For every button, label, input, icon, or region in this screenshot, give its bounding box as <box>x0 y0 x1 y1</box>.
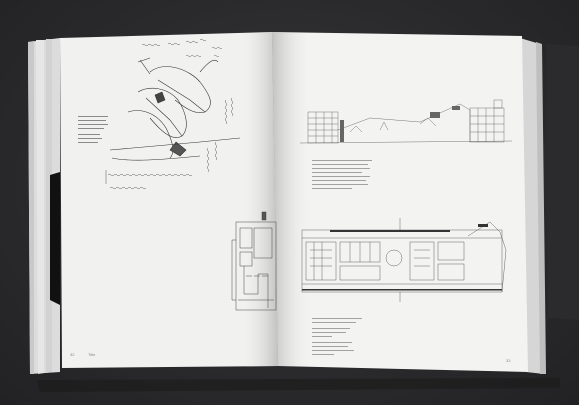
left-page <box>60 32 278 368</box>
left-folio-title: Title <box>88 352 96 357</box>
architect-sketch <box>109 57 241 161</box>
elevation-caption-block <box>312 160 372 189</box>
black-spine-strip <box>50 172 60 305</box>
plan-caption-block <box>312 318 362 355</box>
left-folio-number: 32 <box>70 352 75 357</box>
floor-plan-dark-bars <box>302 224 502 291</box>
handwritten-notes <box>105 38 234 190</box>
right-page <box>272 32 528 372</box>
left-caption-block <box>78 116 108 143</box>
left-floor-plan-fragment <box>231 211 277 311</box>
right-folio-number: 33 <box>506 358 511 363</box>
elevation-dark-accents <box>340 106 460 142</box>
